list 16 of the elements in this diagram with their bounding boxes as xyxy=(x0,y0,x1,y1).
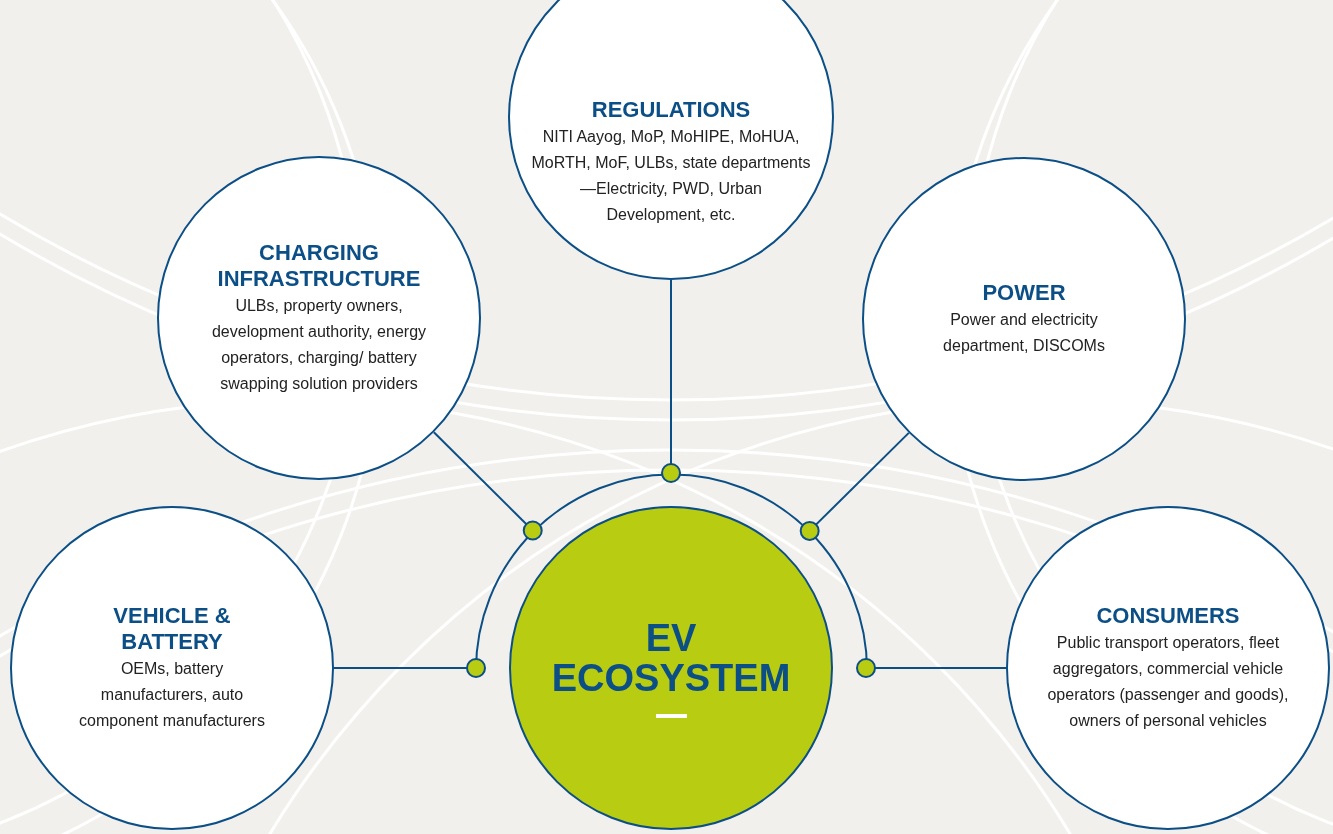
stakeholder-description: ULBs, property owners, development authority, energy operators, charging/ battery swapping solution providers xyxy=(210,295,428,394)
connector-line xyxy=(432,431,543,541)
stakeholder-heading: POWER xyxy=(981,279,1067,306)
stakeholder-heading: CHARGING INFRASTRUCTURE xyxy=(216,239,422,292)
connector-line xyxy=(333,658,486,678)
stakeholder-heading: REGULATIONS xyxy=(590,96,752,123)
center-title: EV ECOSYSTEM xyxy=(551,618,791,698)
stakeholder-description: Public transport operators, fleet aggregators, commercial vehicle operators (passenger and goods), owners of personal vehicles xyxy=(1046,632,1290,731)
stakeholder-description: NITI Aayog, MoP, MoHIPE, MoHUA, MoRTH, MoF, ULBs, state departments—Electricity, PWD, Urban Development, etc. xyxy=(531,126,811,225)
connector-line xyxy=(799,431,910,541)
stakeholder-description: Power and electricity department, DISCOMs xyxy=(942,309,1106,356)
connector-line xyxy=(661,279,681,483)
stakeholder-heading: CONSUMERS xyxy=(1095,602,1241,629)
stakeholder-description: OEMs, battery manufacturers, auto component manufacturers xyxy=(78,658,266,731)
stakeholder-heading: VEHICLE & BATTERY xyxy=(112,602,232,655)
connector-line xyxy=(856,658,1007,678)
